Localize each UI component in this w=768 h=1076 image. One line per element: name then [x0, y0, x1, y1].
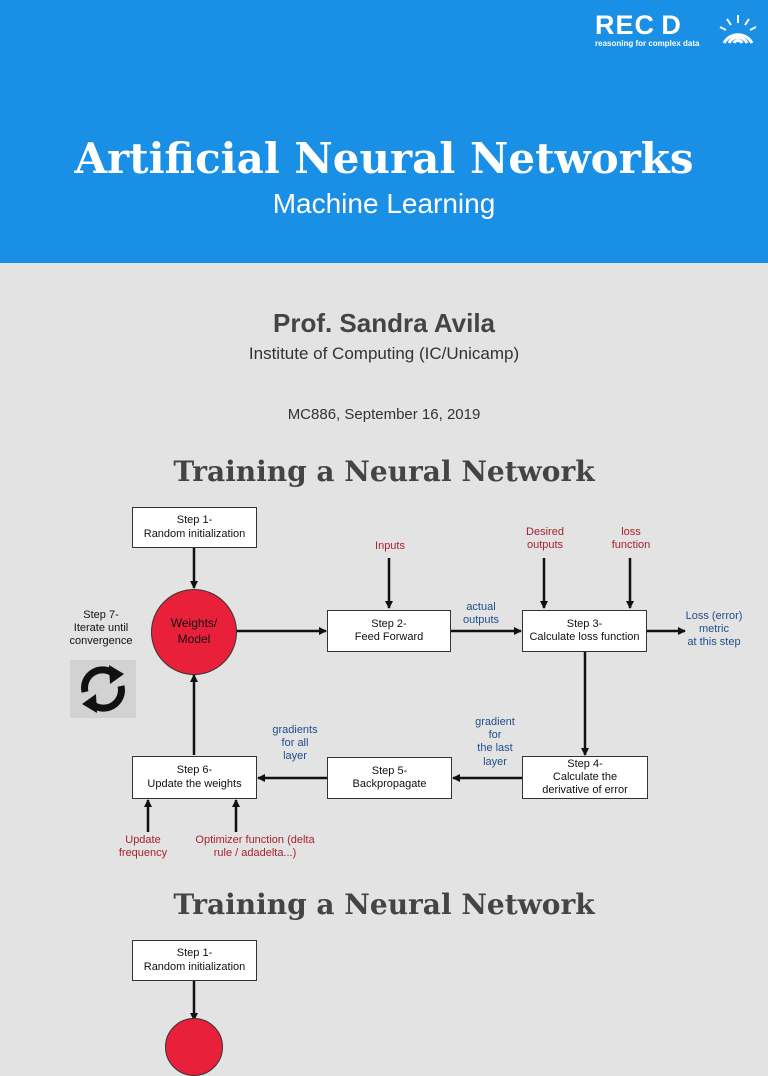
recod-logo: REC D reasoning for complex data	[595, 10, 765, 50]
author-name: Prof. Sandra Avila	[272, 308, 496, 338]
weights-model-node: Weights/ Model	[151, 589, 237, 675]
step6-box: Step 6- Update the weights	[132, 756, 257, 799]
author-affiliation: Institute of Computing (IC/Unicamp)	[248, 344, 520, 363]
step3-box: Step 3- Calculate loss function	[522, 610, 647, 652]
presentation-title: Artificial Neural Networks	[74, 134, 694, 183]
loss-function-label: loss function	[611, 526, 651, 552]
title-banner: REC D reasoning for complex data Artific…	[0, 0, 768, 263]
step2-box: Step 2- Feed Forward	[327, 610, 451, 652]
step1-box-2: Step 1- Random initialization	[132, 940, 257, 981]
optimizer-function-label: Optimizer function (delta rule / adadelt…	[195, 834, 315, 860]
weights-model-node-2	[165, 1018, 223, 1076]
presentation-subtitle: Machine Learning	[272, 188, 496, 219]
inputs-label: Inputs	[375, 540, 405, 552]
desired-outputs-label: Desired outputs	[526, 526, 564, 552]
logo-word: REC D	[595, 10, 682, 40]
gradient-last-layer-label: gradient for the last layer	[475, 716, 515, 768]
update-frequency-label: Update frequency	[118, 834, 168, 860]
section-title-2: Training a Neural Network	[173, 888, 595, 921]
step4-box: Step 4- Calculate the derivative of erro…	[522, 756, 648, 799]
logo-tagline: reasoning for complex data	[595, 39, 700, 48]
step1-box: Step 1- Random initialization	[132, 507, 257, 548]
loss-metric-label: Loss (error) metric at this step	[685, 610, 743, 649]
unicamp-logo-icon	[719, 15, 757, 44]
actual-outputs-label: actual outputs	[462, 601, 500, 627]
step5-box: Step 5- Backpropagate	[327, 757, 452, 799]
gradients-all-label: gradients for all layer	[272, 724, 318, 763]
refresh-icon	[70, 660, 136, 718]
flow-arrows	[144, 548, 686, 1021]
step7-label: Step 7- Iterate until convergence	[69, 609, 133, 648]
section-title: Training a Neural Network	[173, 455, 595, 488]
course-date: MC886, September 16, 2019	[287, 406, 481, 423]
